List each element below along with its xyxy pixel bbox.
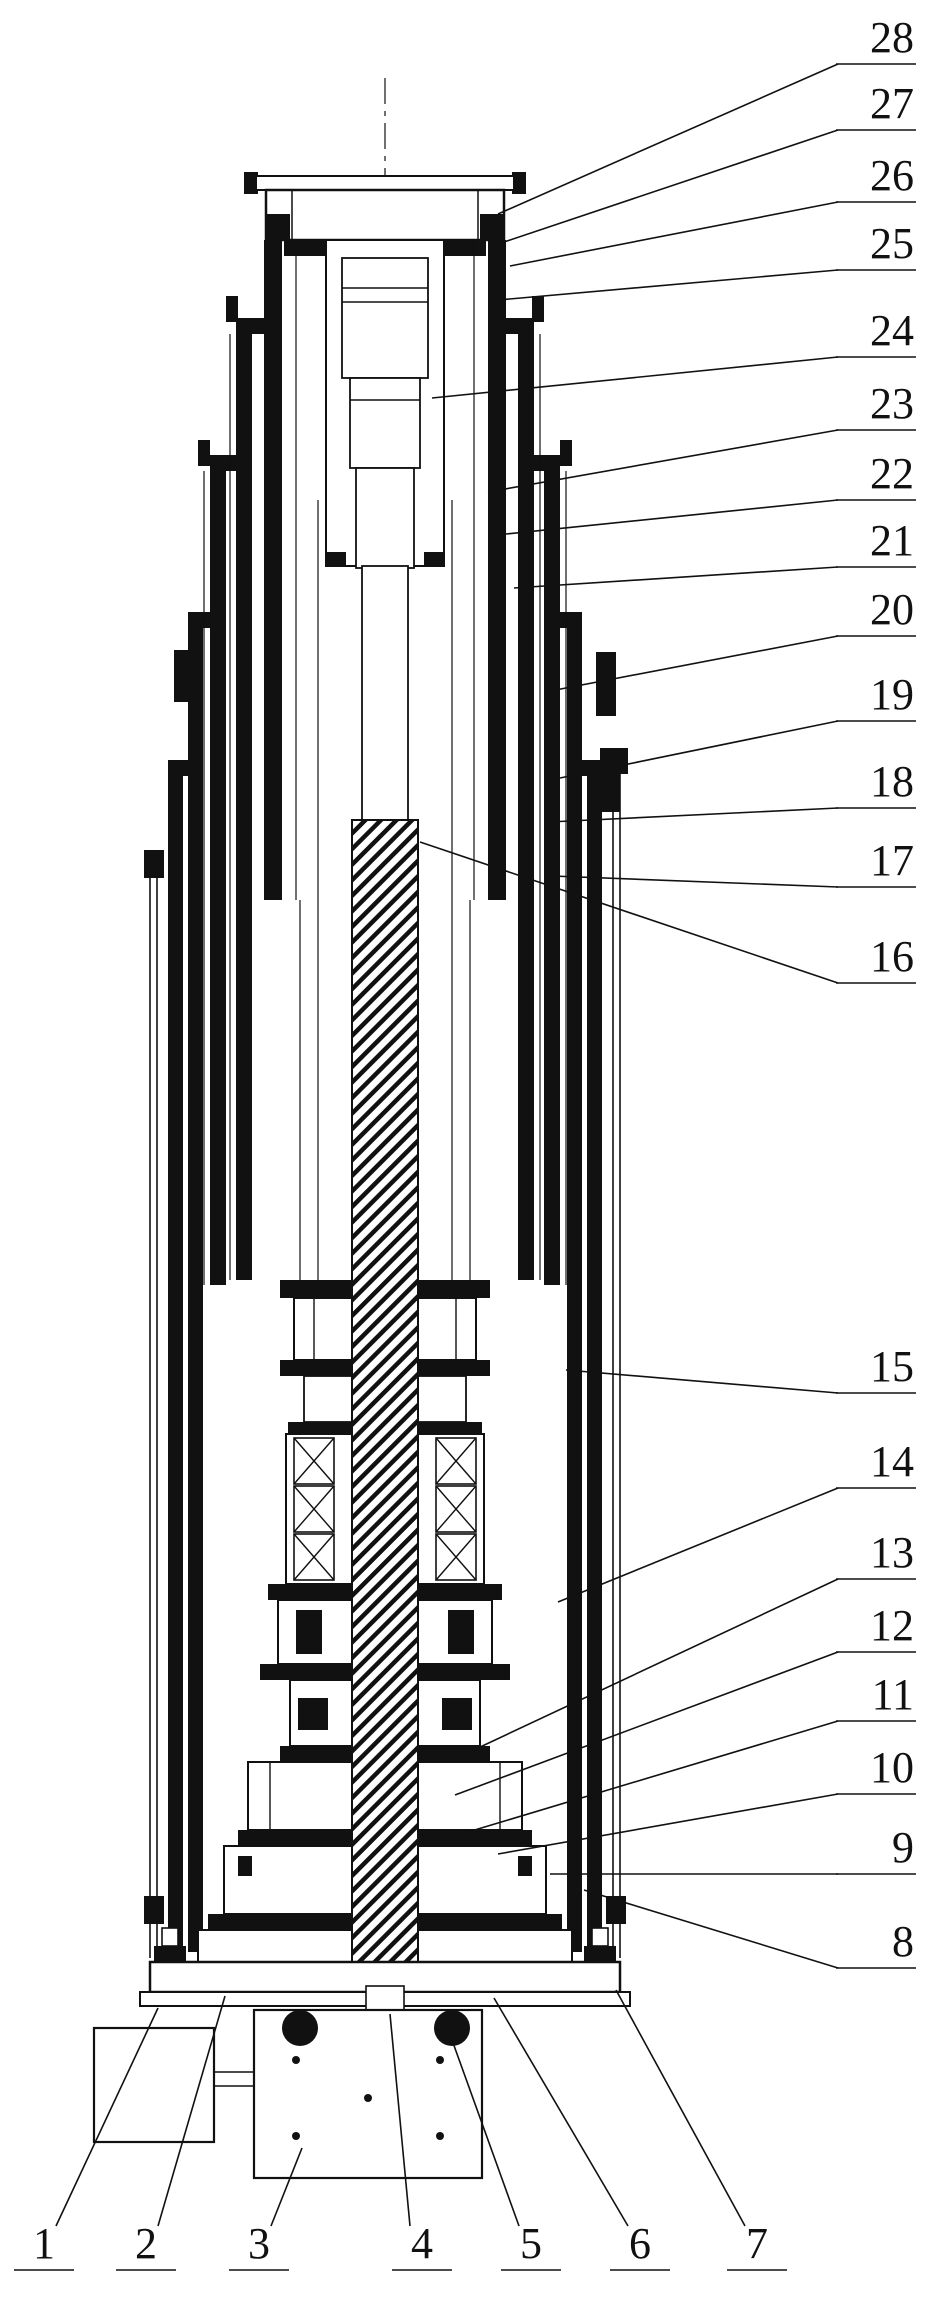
callout-25: 25	[497, 219, 916, 301]
callout-13: 13	[477, 1528, 916, 1749]
callout-22: 22	[505, 449, 916, 535]
callout-18: 18	[548, 757, 916, 823]
bearing-blocks	[285, 1433, 485, 1585]
callout-label: 18	[870, 757, 914, 806]
callout-label: 11	[872, 1670, 914, 1719]
pulley-left	[282, 2010, 318, 2046]
callout-15: 15	[565, 1342, 916, 1394]
callout-26: 26	[509, 151, 916, 267]
callout-label: 14	[870, 1437, 914, 1486]
callout-19: 19	[559, 670, 916, 779]
callout-label: 26	[870, 151, 914, 200]
callout-label: 2	[135, 2219, 157, 2268]
callout-label: 23	[870, 379, 914, 428]
callout-label: 22	[870, 449, 914, 498]
callout-23: 23	[487, 379, 916, 493]
callout-label: 19	[870, 670, 914, 719]
callout-28: 28	[497, 13, 916, 215]
telescopic-tubes	[168, 240, 620, 1960]
motor-housing	[252, 2008, 484, 2180]
callout-16: 16	[419, 841, 916, 984]
callout-9: 9	[550, 1823, 916, 1875]
base-plate	[139, 1927, 631, 2011]
callout-2: 2	[116, 1995, 226, 2271]
callout-11: 11	[467, 1670, 916, 1833]
callout-10: 10	[497, 1743, 916, 1855]
callout-label: 27	[870, 79, 914, 128]
callout-17: 17	[551, 836, 916, 888]
callout-label: 17	[870, 836, 914, 885]
callout-label: 21	[870, 516, 914, 565]
callout-3: 3	[229, 2147, 303, 2271]
callout-1: 1	[14, 2007, 159, 2271]
callout-6: 6	[493, 1997, 670, 2271]
callout-7: 7	[615, 1989, 787, 2271]
callout-label: 16	[870, 932, 914, 981]
callout-14: 14	[557, 1437, 916, 1603]
callout-label: 25	[870, 219, 914, 268]
callout-label: 9	[892, 1823, 914, 1872]
callout-8: 8	[583, 1889, 916, 1969]
callout-12: 12	[454, 1601, 916, 1796]
callout-label: 4	[411, 2219, 433, 2268]
callout-4: 4	[389, 2013, 452, 2271]
callout-label: 20	[870, 585, 914, 634]
callout-label: 13	[870, 1528, 914, 1577]
control-box	[92, 2026, 254, 2144]
callout-label: 7	[746, 2219, 768, 2268]
callouts-bottom: 1 2 3 4 5 6 7	[14, 1989, 787, 2271]
callout-label: 8	[892, 1917, 914, 1966]
callouts-right: 28 27 26 25 24 23 22 21	[419, 13, 916, 1969]
callout-label: 10	[870, 1743, 914, 1792]
callout-5: 5	[451, 2039, 561, 2271]
callout-24: 24	[431, 306, 916, 399]
inner-piston-tube	[325, 239, 445, 569]
callout-label: 12	[870, 1601, 914, 1650]
lead-screw	[351, 565, 419, 1987]
callout-20: 20	[544, 585, 916, 693]
callout-label: 15	[870, 1342, 914, 1391]
callout-label: 28	[870, 13, 914, 62]
tie-rods	[144, 748, 628, 1958]
tube-contour-lines	[203, 240, 567, 1285]
callout-label: 3	[248, 2219, 270, 2268]
callout-27: 27	[503, 79, 916, 243]
callout-label: 24	[870, 306, 914, 355]
callout-label: 1	[33, 2219, 55, 2268]
callout-label: 6	[629, 2219, 651, 2268]
pulley-right	[434, 2010, 470, 2046]
callout-21: 21	[513, 516, 916, 589]
callout-label: 5	[520, 2219, 542, 2268]
